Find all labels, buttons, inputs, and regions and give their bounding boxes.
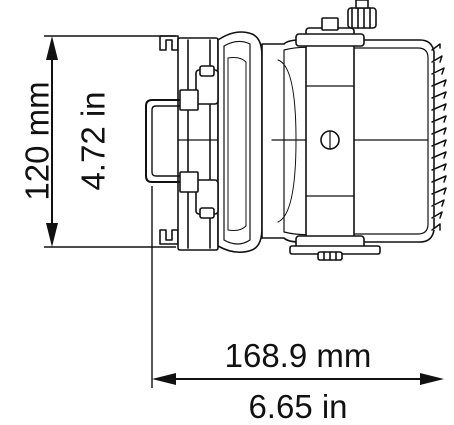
height-imperial-label: 4.72 in [75,91,112,190]
height-dimension [44,35,176,248]
height-arrow-bottom [46,223,58,247]
height-arrow-top [46,36,58,60]
heatsink-fins [431,43,447,231]
width-imperial-label: 6.65 in [248,388,347,425]
fixture-side-view [145,0,447,261]
rear-handle [145,65,219,219]
width-metric-label: 168.9 mm [225,337,372,374]
height-metric-label: 120 mm [19,81,56,200]
bottom-knob [317,251,343,261]
top-knob [321,0,377,31]
width-arrow-left [152,373,176,385]
width-arrow-right [420,373,444,385]
width-dimension [151,186,444,388]
